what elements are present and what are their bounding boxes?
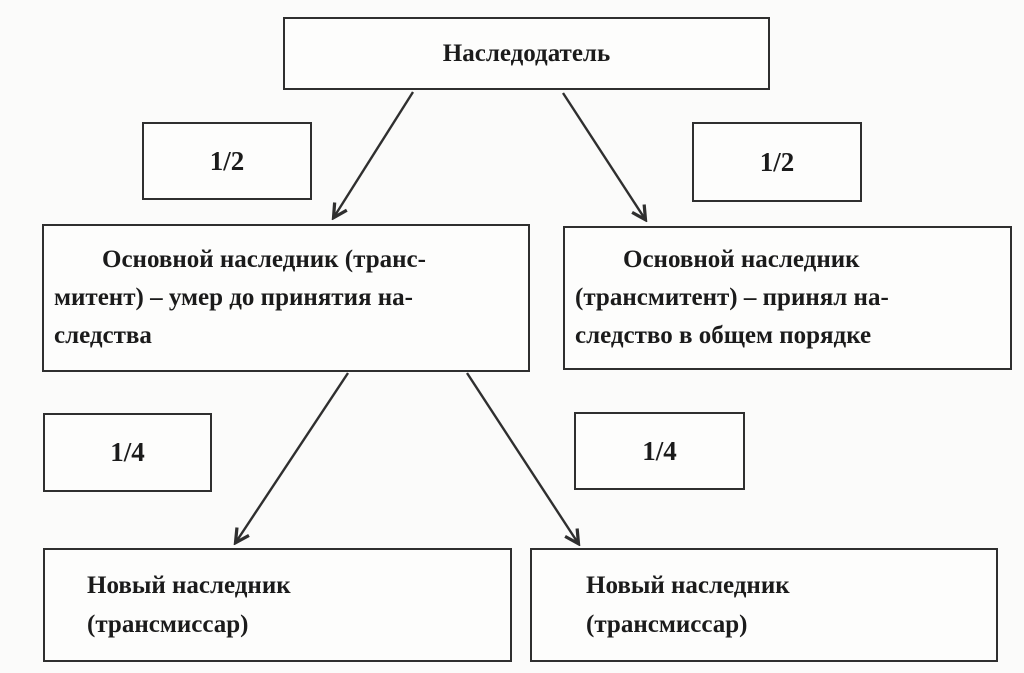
share-half-left-value: 1/2 — [209, 145, 245, 176]
share-quarter-left-value: 1/4 — [110, 437, 145, 467]
node-main-heir-deceased-line1: Основной наследник (транс- — [102, 246, 426, 273]
node-main-heir-accepted-line2: (трансмитент) – принял на- — [575, 284, 889, 311]
share-half-right-value: 1/2 — [759, 146, 795, 177]
arrow-main-left-to-new-right — [465, 372, 578, 543]
node-main-heir-deceased: Основной наследник (транс- митент) – уме… — [42, 224, 530, 372]
share-label-quarter-left: 1/4 — [43, 413, 212, 492]
node-new-heir-right: Новый наследник (трансмиссар) — [530, 548, 998, 662]
node-testator-label: Наследодатель — [442, 39, 611, 67]
share-quarter-right-value: 1/4 — [642, 435, 677, 466]
share-label-half-left: 1/2 — [142, 122, 312, 200]
node-main-heir-deceased-line2: митент) – умер до принятия на- — [54, 284, 413, 311]
node-main-heir-deceased-line3: следства — [54, 322, 152, 349]
node-new-heir-right-line2: (трансмиссар) — [586, 611, 748, 638]
node-new-heir-left-line1: Новый наследник — [87, 572, 291, 599]
share-label-quarter-right: 1/4 — [574, 412, 745, 490]
node-main-heir-accepted-line1: Основной наследник — [623, 246, 860, 273]
arrow-testator-to-main-left — [334, 91, 415, 217]
node-main-heir-accepted: Основной наследник (трансмитент) – приня… — [563, 226, 1012, 370]
node-main-heir-accepted-line3: следство в общем порядке — [575, 322, 872, 349]
arrow-testator-to-main-right — [561, 92, 645, 219]
arrow-main-left-to-new-left — [236, 372, 350, 542]
share-label-half-right: 1/2 — [692, 122, 862, 202]
node-testator: Наследодатель — [283, 17, 770, 90]
node-new-heir-left: Новый наследник (трансмиссар) — [43, 548, 512, 662]
node-new-heir-left-line2: (трансмиссар) — [87, 611, 249, 638]
node-new-heir-right-line1: Новый наследник — [586, 572, 790, 599]
